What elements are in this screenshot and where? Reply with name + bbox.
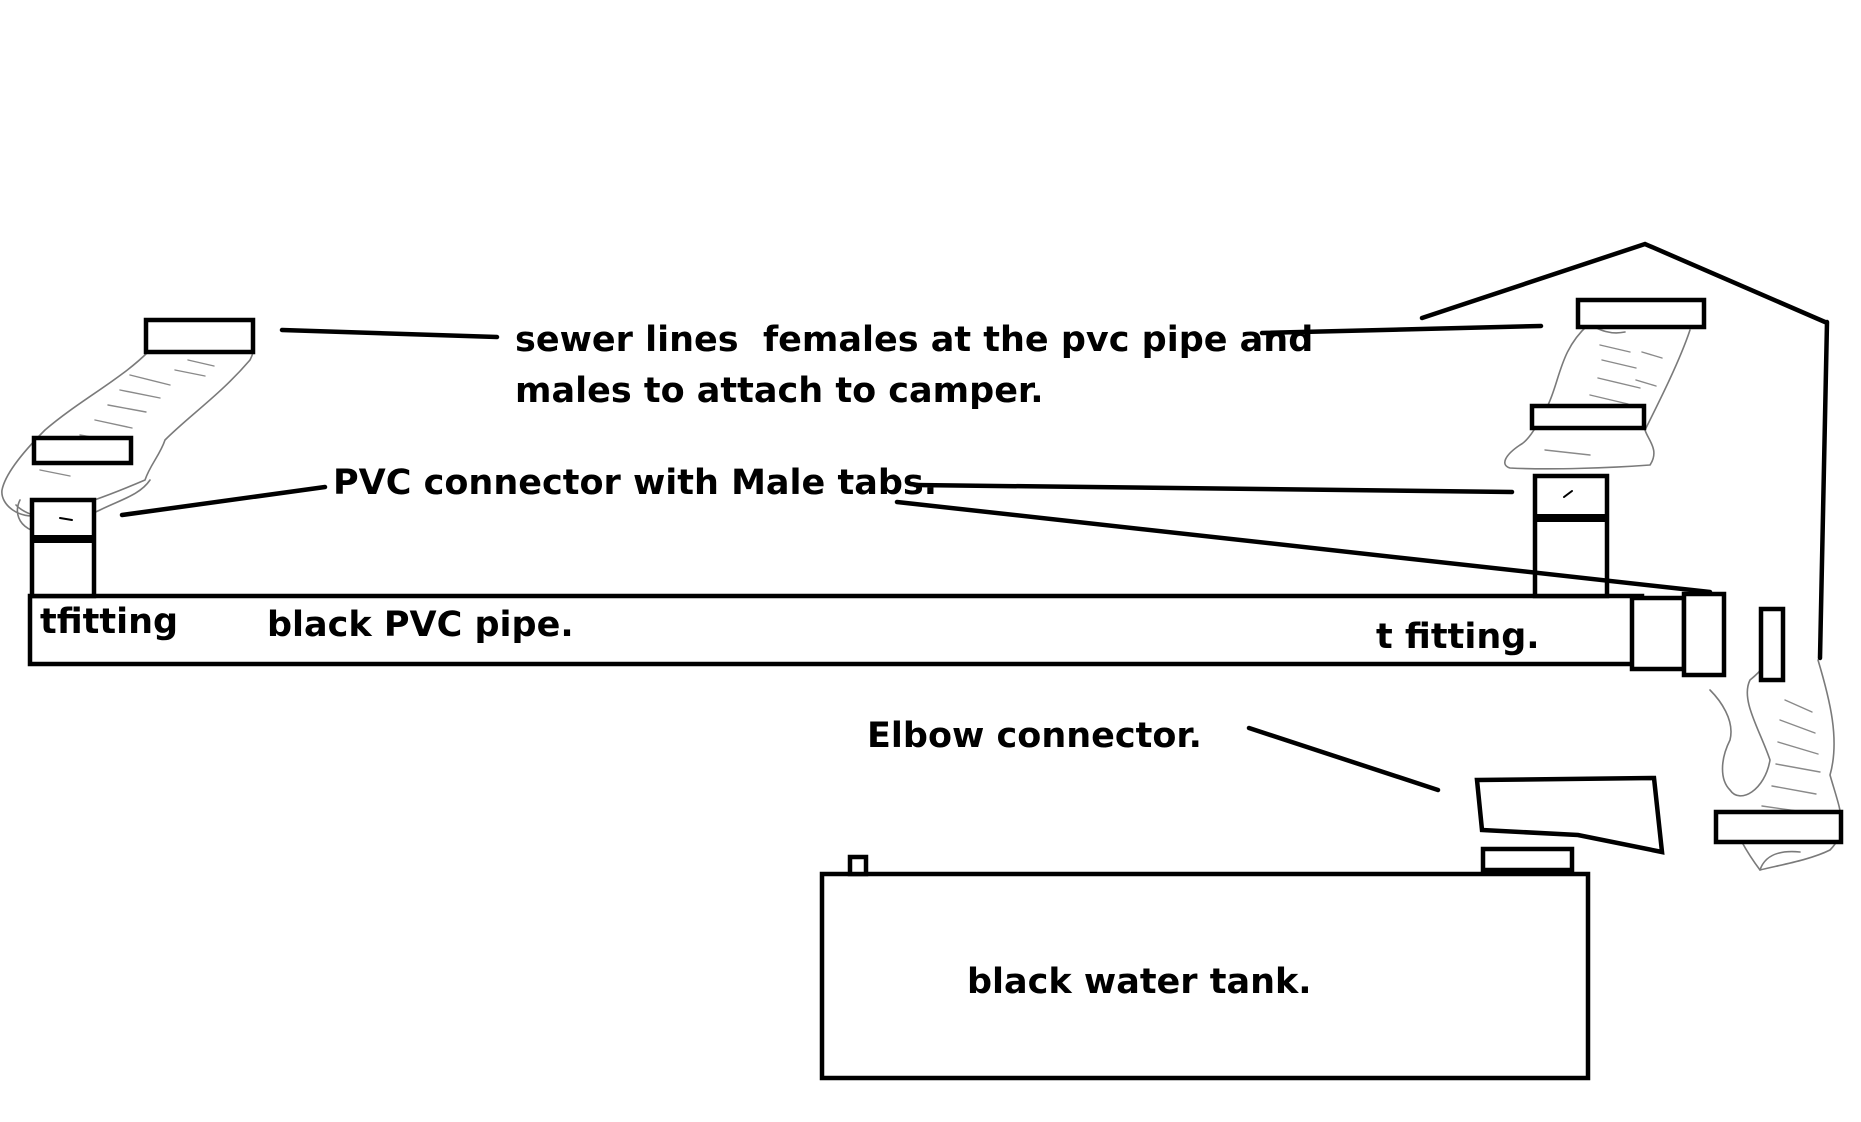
right-side-hose-bottom-end — [1713, 809, 1844, 845]
label-pvc-connector: PVC connector with Male tabs. — [333, 463, 937, 503]
left-hose-bottom-end — [31, 435, 134, 466]
right-top-sewer-hose — [1504, 324, 1691, 470]
tank-vent-nub — [847, 854, 869, 877]
leader-sewer-left — [279, 327, 500, 340]
leader-sewer-right — [1259, 323, 1544, 336]
pipe-end-cap-1 — [1629, 595, 1687, 672]
label-t-fitting-right: t fitting. — [1376, 617, 1540, 657]
label-sewer-lines-line1: sewer lines females at the pvc pipe and — [515, 320, 1313, 360]
leader-pvc-left — [119, 484, 328, 518]
right-top-hose-top-end — [1575, 297, 1707, 330]
right-side-hose-top-end — [1758, 606, 1786, 683]
leader-pvc-endcap — [894, 499, 1713, 595]
label-elbow-connector: Elbow connector. — [867, 716, 1202, 756]
leader-sewer-bracket — [1419, 241, 1828, 325]
leader-lines — [119, 241, 1830, 793]
elbow-connector — [1474, 775, 1665, 855]
left-hose-top-end — [143, 317, 256, 355]
leader-elbow — [1246, 725, 1441, 793]
left-pvc-connector — [29, 497, 97, 599]
label-black-water-tank: black water tank. — [967, 962, 1312, 1002]
leader-pvc-right — [912, 482, 1515, 495]
black-water-tank — [819, 871, 1591, 1081]
label-sewer-lines-line2: males to attach to camper. — [515, 371, 1044, 411]
pipe-end-cap-2 — [1681, 591, 1727, 678]
tank-outlet-flange — [1480, 846, 1575, 873]
right-top-hose-bottom-end — [1529, 403, 1647, 431]
label-tfitting-left: tfitting — [40, 602, 178, 642]
label-black-pvc-pipe: black PVC pipe. — [267, 605, 574, 645]
leader-bracket-down — [1817, 319, 1830, 661]
